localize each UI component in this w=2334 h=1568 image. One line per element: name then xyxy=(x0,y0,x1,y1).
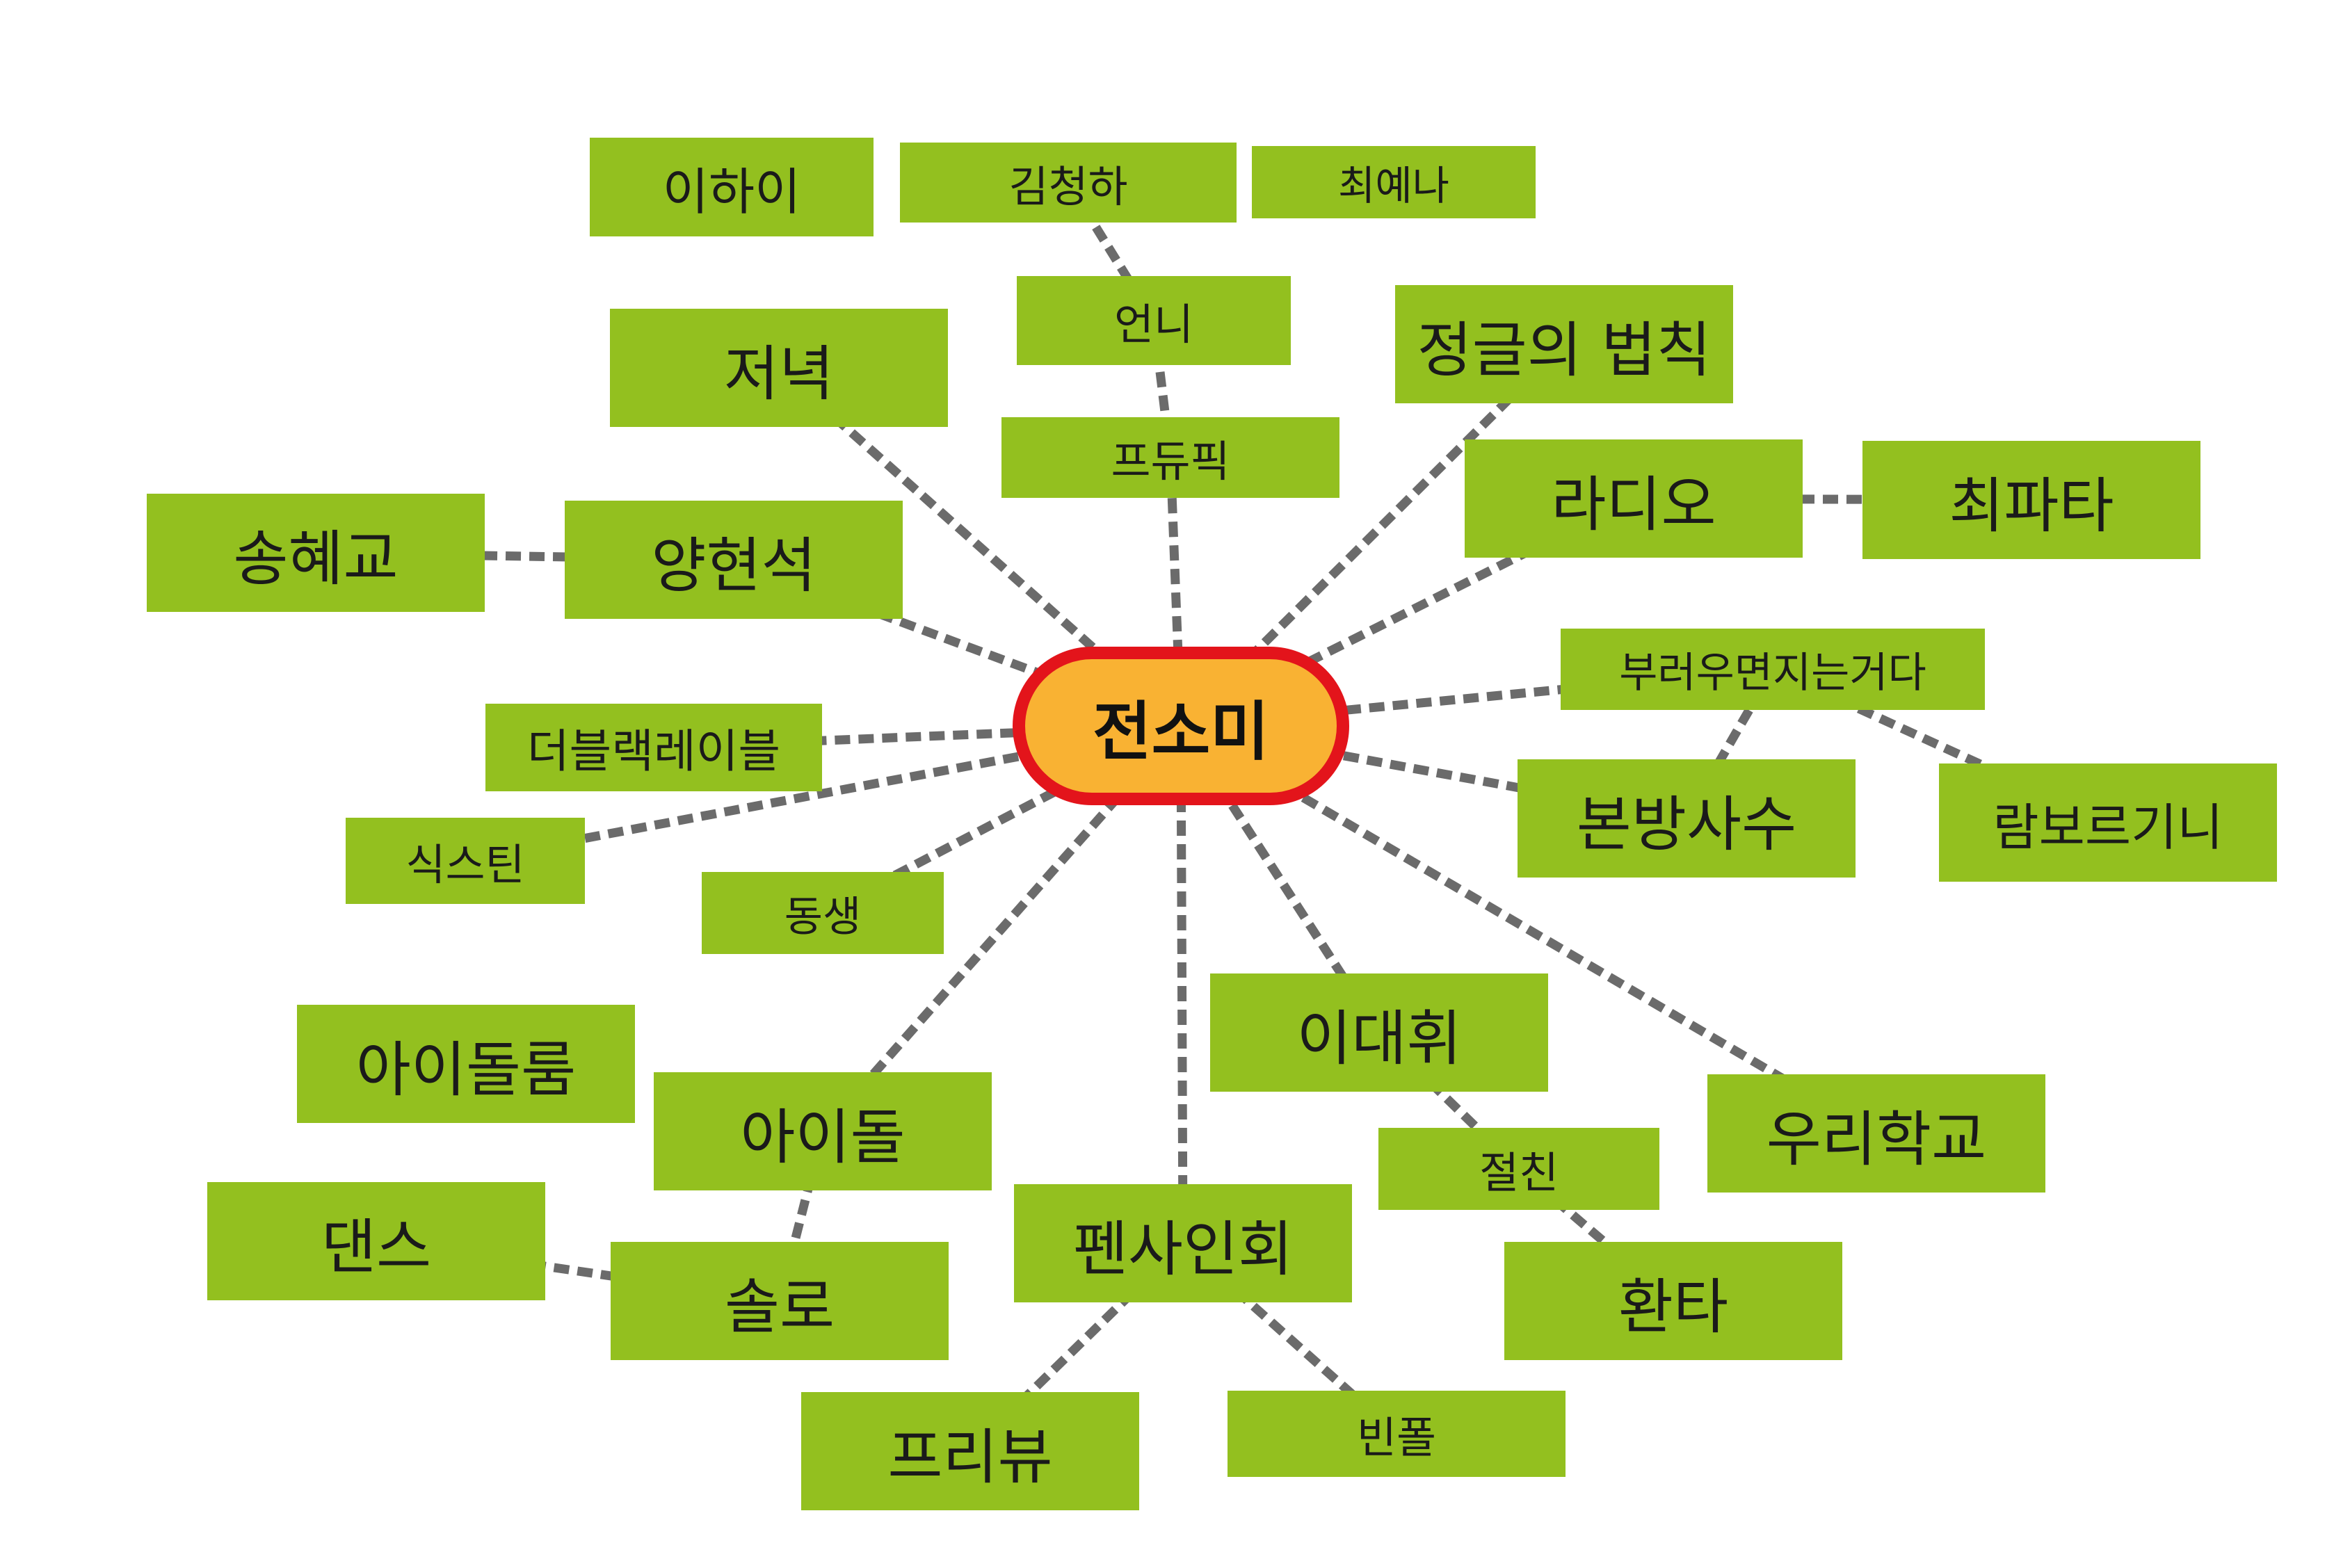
connector-center-n6 xyxy=(1177,341,1568,729)
node-law-of-jungle: 정글의 법칙 xyxy=(1395,285,1733,403)
node-dinner: 저녁 xyxy=(610,309,948,427)
node-fan-signing: 펜사인회 xyxy=(1014,1184,1352,1302)
node-beanpole: 빈폴 xyxy=(1228,1391,1566,1477)
node-choi-yena: 최예나 xyxy=(1252,146,1536,218)
node-bonbang-sasu: 본방사수 xyxy=(1518,759,1856,878)
node-solo: 솔로 xyxy=(611,1242,949,1360)
node-dance: 댄스 xyxy=(207,1182,545,1300)
node-sister: 언니 xyxy=(1017,276,1291,365)
node-lee-daehwi: 이대휘 xyxy=(1210,973,1548,1092)
node-produce-pick: 프듀픽 xyxy=(1001,417,1339,498)
node-radio: 라디오 xyxy=(1465,439,1803,558)
node-best-friend: 절친 xyxy=(1378,1128,1659,1210)
node-sixteen: 식스틴 xyxy=(346,818,585,904)
node-fanta: 환타 xyxy=(1504,1242,1842,1360)
connector-center-n21 xyxy=(1178,722,1879,1138)
node-younger-sibling: 동생 xyxy=(702,872,944,954)
connector-center-n5 xyxy=(775,364,1184,729)
node-choi-pata: 최파타 xyxy=(1862,441,2200,559)
connector-center-n7 xyxy=(1166,457,1186,727)
connector-center-n20 xyxy=(819,722,1184,1135)
node-idol-room: 아이돌룸 xyxy=(297,1005,635,1123)
node-lamborghini: 람보르기니 xyxy=(1939,763,2277,882)
node-ihai: 이하이 xyxy=(590,138,874,236)
center-label: 전소미 xyxy=(1093,694,1269,769)
node-song-hyekyo: 송혜교 xyxy=(147,494,485,612)
node-kim-chungha: 김청하 xyxy=(900,143,1237,223)
node-the-black-label: 더블랙레이블 xyxy=(485,704,822,791)
center-node: 전소미 xyxy=(1013,647,1349,805)
node-bureoumyeon: 부러우면지는거다 xyxy=(1561,629,1985,710)
connector-center-n24 xyxy=(1176,725,1188,1244)
node-our-school: 우리학교 xyxy=(1707,1074,2045,1193)
node-yang-hyunsuk: 양현석 xyxy=(565,501,903,619)
node-preview: 프리뷰 xyxy=(801,1392,1139,1510)
node-idol: 아이돌 xyxy=(654,1072,992,1190)
